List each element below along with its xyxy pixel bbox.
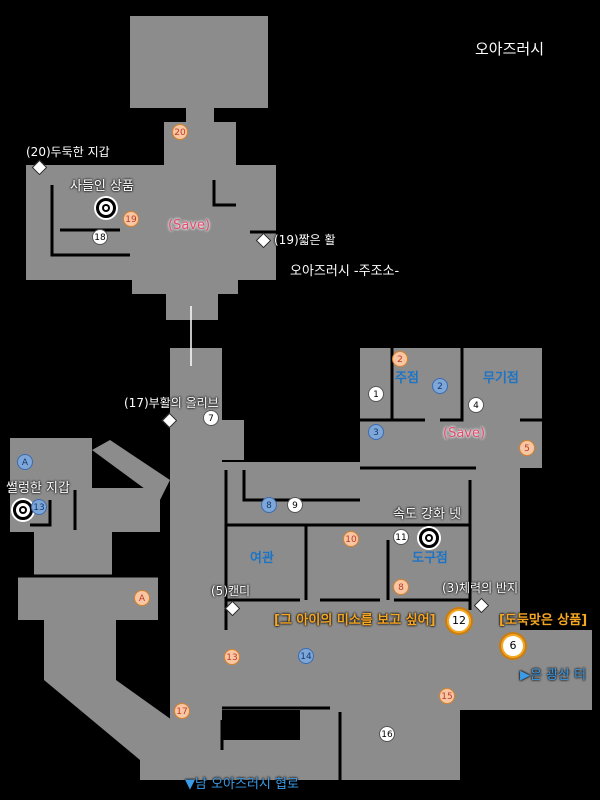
marker-8-blue: 8 <box>261 497 277 513</box>
marker-a-blue: A <box>17 454 33 470</box>
quest-label-12: [그 아이의 미소를 보고 싶어] <box>274 613 436 628</box>
marker-18: 18 <box>92 229 108 245</box>
event-ring-icon <box>13 500 33 520</box>
item-label-19: (19)짧은 활 <box>274 233 336 247</box>
marker-19: 19 <box>123 211 139 227</box>
quest-marker-12: 12 <box>447 609 471 633</box>
event-ring-icon <box>96 198 116 218</box>
marker-9: 9 <box>287 497 303 513</box>
marker-1: 1 <box>368 386 384 402</box>
tavern-label: 주점 <box>395 371 419 386</box>
marker-10: 10 <box>343 531 359 547</box>
marker-14: 14 <box>298 648 314 664</box>
marker-20: 20 <box>172 124 188 140</box>
speed-up-label: 속도 강화 넷 <box>393 507 462 522</box>
exit-east-label: ▶은 광산 터 <box>520 668 587 683</box>
save-point-label: (Save) <box>168 218 211 233</box>
quest-label-6: [도둑맞은 상품] <box>499 613 588 628</box>
marker-a: A <box>134 590 150 606</box>
marker-2: 2 <box>392 351 408 367</box>
save-point-label: (Save) <box>443 426 486 441</box>
marker-13: 13 <box>224 649 240 665</box>
marker-15: 15 <box>439 688 455 704</box>
marker-2-blue: 2 <box>432 378 448 394</box>
item-label-3: (3)체력의 반지 <box>442 581 519 595</box>
cheap-wallet-label: 썰렁한 지갑 <box>6 481 70 496</box>
item-label-17: (17)부활의 올리브 <box>124 396 219 410</box>
weapon-shop-label: 무기점 <box>483 371 519 386</box>
marker-13-blue: 13 <box>31 499 47 515</box>
quest-marker-6: 6 <box>501 634 525 658</box>
marker-4: 4 <box>468 397 484 413</box>
item-label-5: (5)캔디 <box>211 584 251 598</box>
event-ring-icon <box>419 528 439 548</box>
marker-7: 7 <box>203 410 219 426</box>
marker-16: 16 <box>379 726 395 742</box>
marker-3: 3 <box>368 424 384 440</box>
forge-area-title: 오아즈러시 -주조소- <box>290 264 400 279</box>
marker-17: 17 <box>174 703 190 719</box>
item-label-20: (20)두둑한 지갑 <box>26 145 110 159</box>
marker-5: 5 <box>519 440 535 456</box>
exit-south-label: ▼남 오아즈러시 협로 <box>185 777 299 792</box>
tool-shop-label: 도구점 <box>412 551 448 566</box>
region-title: 오아즈러시 <box>475 40 545 58</box>
marker-11: 11 <box>393 529 409 545</box>
marker-8: 8 <box>393 579 409 595</box>
inn-label: 여관 <box>250 551 274 566</box>
gaudy-goods-label: 사들인 상품 <box>70 179 134 194</box>
